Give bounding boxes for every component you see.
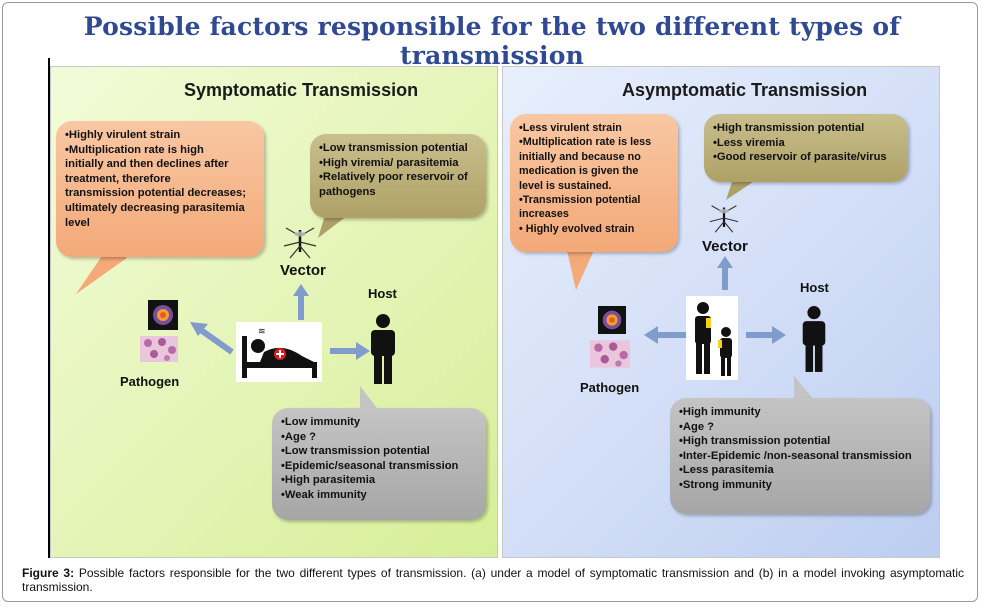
asymptomatic-title: Asymptomatic Transmission (622, 80, 868, 100)
pathogen-cell-icon (148, 300, 178, 330)
bubble-line: •Strong immunity (679, 478, 772, 491)
host-person-icon (802, 306, 826, 372)
bubble-line: •High immunity (679, 406, 761, 418)
symptomatic-pathogen-label: Pathogen (120, 374, 180, 389)
bubble-line: initially and because no (519, 150, 641, 163)
blood-cells-icon (140, 336, 178, 362)
arrow-to-pathogen-icon (644, 326, 686, 344)
caption-label: Figure 3: (22, 566, 75, 580)
blood-cells-icon (590, 340, 630, 368)
bubble-line: •High transmission potential (679, 435, 831, 448)
bubble-line: •Weak immunity (281, 488, 367, 501)
bubble-line: •Relatively poor reservoir of (319, 171, 468, 184)
bubble-line: pathogens (319, 185, 376, 198)
bubble-line: •Highly virulent strain (65, 129, 181, 141)
asymptomatic-host-bubble: •High immunity •Age ? •High transmission… (670, 398, 930, 514)
arrow-to-host-icon (330, 342, 370, 360)
symptomatic-host-bubble: •Low immunity •Age ? •Low transmission p… (272, 408, 486, 520)
healthy-people-icon (686, 296, 738, 380)
bubble-line: •Less parasitemia (679, 464, 774, 477)
bubble-line: •Low transmission potential (281, 445, 430, 458)
bubble-line: •High transmission potential (713, 122, 865, 134)
asymptomatic-host-label: Host (800, 280, 829, 295)
asymptomatic-pathogen-bubble-tail (566, 246, 596, 290)
asymptomatic-host-bubble-tail (794, 376, 816, 402)
mosquito-icon (283, 227, 317, 259)
bubble-line: •Multiplication rate is high (65, 143, 204, 156)
bubble-line: initially and then declines after (65, 158, 229, 171)
symptomatic-vector-bubble: •Low transmission potential •High viremi… (310, 134, 486, 218)
host-person-icon (371, 314, 395, 384)
bubble-line: medication is given the (519, 165, 639, 178)
bubble-line: •Inter-Epidemic /non-seasonal transmissi… (679, 449, 912, 462)
svg-text:≋: ≋ (258, 327, 266, 337)
bubble-line: •Less viremia (713, 136, 785, 149)
arrow-up-icon (293, 284, 309, 320)
bubble-line: ultimately decreasing parasitemia (65, 201, 245, 214)
symptomatic-pathogen-bubble-tail (76, 250, 126, 294)
bubble-line: •Transmission potential (519, 194, 641, 207)
mosquito-icon (709, 205, 739, 233)
bubble-line: •Age ? (679, 420, 714, 433)
arrow-to-host-icon (746, 326, 786, 344)
bubble-line: •High parasitemia (281, 474, 376, 487)
bubble-line: • Highly evolved strain (519, 222, 635, 235)
asymptomatic-vector-label: Vector (702, 238, 748, 255)
bubble-line: increases (519, 208, 569, 221)
left-axis-line (48, 58, 50, 558)
symptomatic-title: Symptomatic Transmission (184, 80, 419, 100)
bubble-line: •Low immunity (281, 416, 361, 428)
sick-patient-icon: ≋ (236, 322, 322, 382)
bubble-line: •High viremia/ parasitemia (319, 156, 459, 169)
bubble-line: •Age ? (281, 430, 316, 443)
bubble-line: •Epidemic/seasonal transmission (281, 459, 459, 472)
caption-text: Possible factors responsible for the two… (22, 566, 964, 594)
symptomatic-vector-bubble-tail (318, 212, 352, 238)
symptomatic-host-label: Host (368, 286, 397, 301)
bubble-line: level is sustained. (519, 179, 612, 192)
bubble-line: •Low transmission potential (319, 142, 468, 154)
bubble-line: treatment, therefore (65, 172, 171, 185)
figure-title: Possible factors responsible for the two… (83, 12, 901, 70)
figure-frame (2, 2, 978, 602)
arrow-up-icon (717, 256, 733, 290)
bubble-line: •Less virulent strain (519, 122, 622, 134)
bubble-line: •Good reservoir of parasite/virus (713, 151, 887, 164)
asymptomatic-pathogen-bubble: •Less virulent strain •Multiplication ra… (510, 114, 678, 252)
pathogen-cell-icon (598, 306, 626, 334)
asymptomatic-pathogen-label: Pathogen (580, 380, 640, 395)
asymptomatic-vector-bubble-tail (726, 176, 762, 200)
symptomatic-vector-label: Vector (280, 262, 326, 279)
symptomatic-host-bubble-tail (360, 386, 380, 412)
bubble-line: •Multiplication rate is less (519, 136, 652, 149)
bubble-line: transmission potential decreases; (65, 187, 246, 200)
asymptomatic-vector-bubble: •High transmission potential •Less virem… (704, 114, 908, 182)
bubble-line: level (65, 216, 90, 229)
arrow-to-pathogen-icon (190, 322, 234, 355)
symptomatic-pathogen-bubble: •Highly virulent strain •Multiplication … (56, 121, 264, 257)
figure-caption: Figure 3: Possible factors responsible f… (22, 566, 964, 594)
